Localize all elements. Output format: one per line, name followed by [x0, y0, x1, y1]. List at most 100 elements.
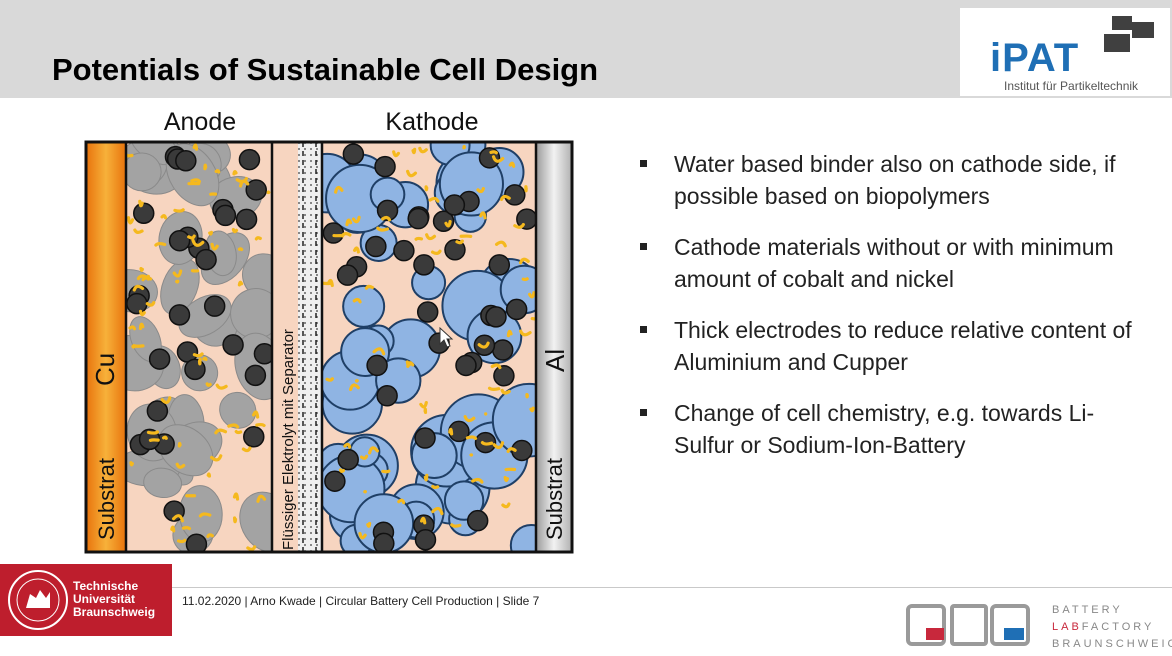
binder-strand — [187, 234, 196, 240]
binder-strand — [190, 178, 201, 184]
binder-strand — [176, 538, 187, 544]
carbon-black-particle — [243, 425, 265, 448]
carbon-black-particle — [485, 306, 507, 328]
binder-strand — [126, 153, 134, 158]
binder-strand — [490, 363, 502, 370]
binder-strand — [334, 185, 344, 194]
binder-strand — [215, 383, 228, 390]
binder-strand — [172, 514, 185, 523]
binder-strand — [528, 291, 536, 299]
bullet-square-icon — [640, 243, 647, 250]
cu-label: Cu — [90, 353, 120, 386]
carbon-black-particle — [195, 248, 217, 271]
blb-logo: BATTERY LABFACTORY BRAUNSCHWEIG — [906, 600, 1172, 652]
binder-strand — [325, 377, 334, 382]
binder-strand — [173, 208, 185, 213]
cathode-active-particle — [342, 284, 386, 328]
binder-strand — [494, 240, 507, 248]
binder-strand — [238, 179, 250, 188]
binder-strand — [138, 199, 144, 208]
carbon-black-particle — [376, 385, 398, 407]
binder-strand — [431, 484, 440, 489]
ipat-logo-shapes-icon — [1104, 16, 1154, 52]
carbon-black-particle — [488, 254, 511, 276]
blb-word: BATTERY — [1052, 604, 1123, 616]
carbon-black-particle — [336, 264, 359, 286]
binder-strand — [129, 461, 134, 467]
binder-strand — [234, 429, 243, 435]
carbon-black-particle — [324, 470, 346, 492]
tu-seal-icon — [8, 570, 68, 630]
binder-strand — [348, 383, 360, 392]
binder-strand — [255, 422, 266, 428]
carbon-black-particle — [393, 239, 415, 262]
tu-name-line: Universität — [73, 592, 136, 606]
binder-strand — [160, 396, 172, 404]
binder-strand — [444, 219, 452, 228]
binder-strand — [450, 523, 462, 528]
binder-strand — [366, 521, 372, 528]
binder-strand — [210, 242, 219, 251]
binder-strand — [513, 222, 525, 229]
binder-strand — [501, 502, 511, 509]
binder-strand — [175, 279, 180, 284]
carbon-black-particle — [168, 229, 191, 252]
bullet-text: Thick electrodes to reduce relative cont… — [674, 317, 1132, 375]
carbon-black-particle — [126, 292, 148, 315]
binder-strand — [146, 430, 160, 435]
carbon-black-particle — [478, 147, 501, 169]
bullet-square-icon — [640, 409, 647, 416]
carbon-black-particle — [235, 208, 258, 231]
binder-strand — [471, 477, 484, 484]
ipat-logo: iPAT Institut für Partikeltechnik — [960, 8, 1170, 96]
carbon-black-particle — [132, 202, 155, 225]
binder-strand — [506, 447, 517, 453]
binder-strand — [214, 169, 221, 174]
carbon-black-particle — [373, 532, 395, 552]
binder-strand — [414, 236, 424, 241]
carbon-black-particle — [466, 509, 489, 532]
ipat-logo-text: iPAT — [990, 36, 1080, 80]
blb-logo-icon — [906, 604, 1030, 646]
binder-strand — [197, 357, 202, 366]
carbon-black-particle — [365, 235, 387, 258]
binder-strand — [181, 526, 192, 531]
cathode-particles — [322, 142, 536, 552]
carbon-black-particle — [168, 304, 191, 326]
binder-strand — [252, 410, 260, 419]
carbon-black-particle — [175, 150, 197, 172]
binder-strand — [423, 473, 429, 482]
tu-name-line: Technische — [73, 579, 139, 593]
binder-strand — [175, 462, 186, 469]
binder-strand — [138, 322, 145, 331]
binder-strand — [198, 512, 212, 518]
binder-strand — [203, 163, 208, 171]
binder-strand — [508, 161, 516, 168]
binder-strand — [431, 507, 444, 516]
binder-strand — [381, 215, 392, 222]
carbon-black-particle — [414, 528, 437, 551]
carbon-black-particle — [222, 334, 244, 356]
bullet-text: Cathode materials without or with minimu… — [674, 234, 1114, 292]
binder-strand — [206, 472, 212, 478]
diagram-frame — [84, 140, 574, 554]
bullet-square-icon — [640, 160, 647, 167]
carbon-black-particle — [376, 199, 399, 222]
carbon-black-particle — [505, 298, 528, 321]
substrat-label-left: Substrat — [94, 458, 119, 540]
binder-strand — [145, 301, 156, 307]
binder-strand — [232, 516, 238, 524]
cathode-active-particle — [443, 480, 485, 521]
carbon-black-particle — [366, 354, 388, 377]
binder-strand — [529, 406, 535, 413]
binder-strand — [154, 241, 167, 247]
binder-strand — [191, 238, 205, 247]
binder-strand — [419, 401, 428, 409]
blb-word: BRAUNSCHWEIG — [1052, 638, 1172, 650]
binder-strand — [352, 297, 362, 304]
binder-strand — [521, 277, 529, 282]
carbon-black-particle — [491, 339, 514, 361]
binder-strand — [343, 442, 352, 449]
anode-label: Anode — [164, 108, 236, 136]
binder-strand — [209, 454, 223, 462]
